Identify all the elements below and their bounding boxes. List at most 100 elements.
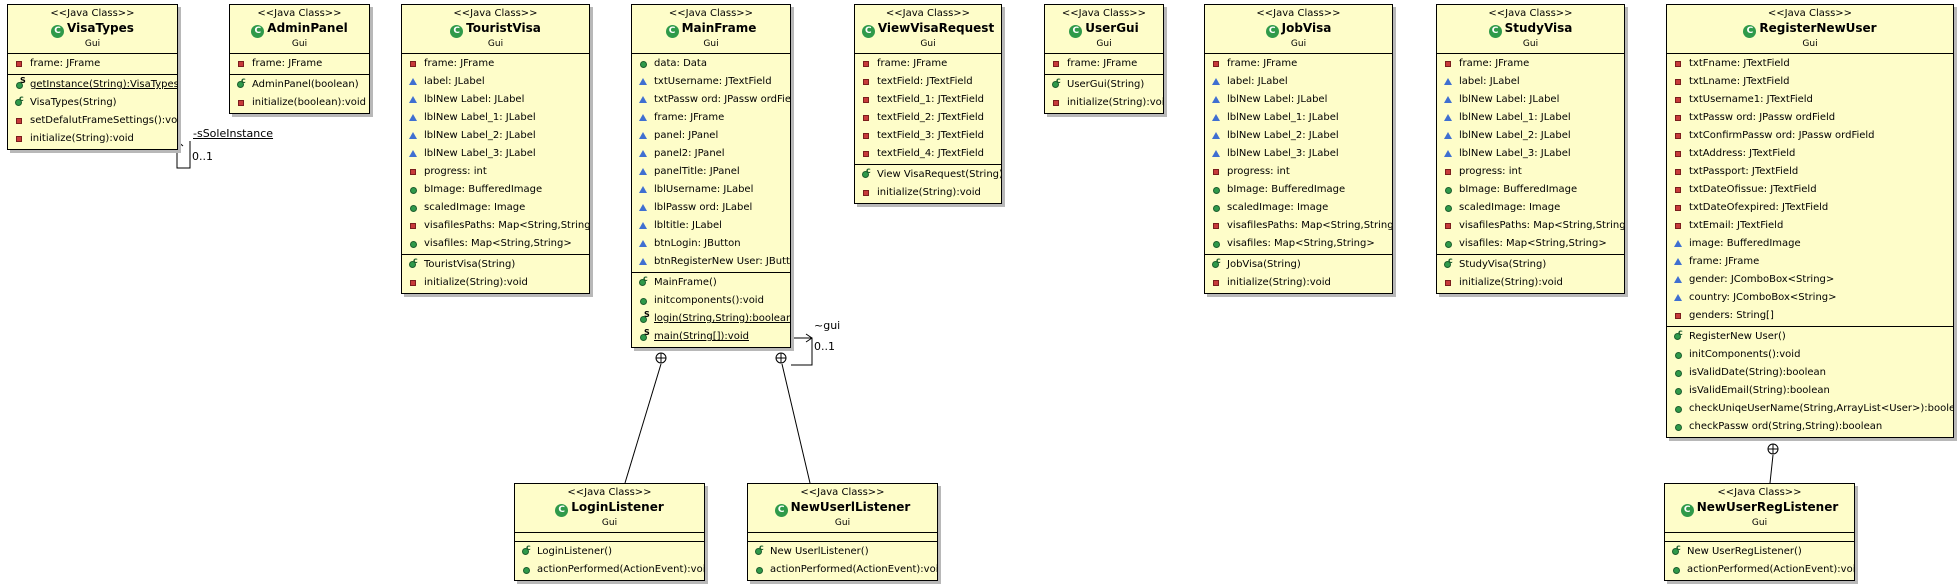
attribute-row[interactable]: bImage: BufferedImage — [1437, 181, 1624, 199]
attribute-row[interactable]: lblNew Label_3: JLabel — [402, 145, 589, 163]
attribute-row[interactable]: bImage: BufferedImage — [402, 181, 589, 199]
attribute-row[interactable]: txtConfirmPassw ord: JPassw ordField — [1667, 127, 1953, 145]
attribute-row[interactable]: visafiles: Map<String,String> — [402, 235, 589, 253]
operation-row[interactable]: initialize(String):void — [1205, 274, 1392, 292]
attribute-row[interactable]: scaledImage: Image — [402, 199, 589, 217]
operation-row[interactable]: setDefalutFrameSettings():void — [8, 112, 177, 130]
attribute-row[interactable]: lblNew Label: JLabel — [402, 91, 589, 109]
operation-row[interactable]: initialize(boolean):void — [230, 94, 369, 112]
operation-row[interactable]: initialize(String):void — [8, 130, 177, 148]
attribute-row[interactable]: data: Data — [632, 55, 790, 73]
operation-row[interactable]: initialize(String):void — [1437, 274, 1624, 292]
operation-row[interactable]: actionPerformed(ActionEvent):void — [748, 561, 937, 579]
attribute-row[interactable]: visafiles: Map<String,String> — [1205, 235, 1392, 253]
attribute-row[interactable]: textField_4: JTextField — [855, 145, 1001, 163]
attribute-row[interactable]: lblNew Label_1: JLabel — [402, 109, 589, 127]
attribute-row[interactable]: scaledImage: Image — [1437, 199, 1624, 217]
attribute-row[interactable]: label: JLabel — [1205, 73, 1392, 91]
attribute-row[interactable]: txtEmail: JTextField — [1667, 217, 1953, 235]
attribute-row[interactable]: frame: JFrame — [1045, 55, 1163, 73]
attribute-row[interactable]: visafilesPaths: Map<String,String> — [402, 217, 589, 235]
attribute-row[interactable]: frame: JFrame — [8, 55, 177, 73]
attribute-row[interactable]: frame: JFrame — [230, 55, 369, 73]
attribute-row[interactable]: txtPassw ord: JPassw ordField — [632, 91, 790, 109]
attribute-row[interactable]: panelTitle: JPanel — [632, 163, 790, 181]
attribute-row[interactable]: lbltitle: JLabel — [632, 217, 790, 235]
attribute-row[interactable]: lblNew Label_3: JLabel — [1437, 145, 1624, 163]
attribute-row[interactable]: lblPassw ord: JLabel — [632, 199, 790, 217]
attribute-row[interactable]: btnLogin: JButton — [632, 235, 790, 253]
attribute-row[interactable]: panel: JPanel — [632, 127, 790, 145]
attribute-row[interactable]: txtUsername: JTextField — [632, 73, 790, 91]
attribute-row[interactable]: lblUsername: JLabel — [632, 181, 790, 199]
attribute-row[interactable]: frame: JFrame — [1667, 253, 1953, 271]
operation-row[interactable]: isValidEmail(String):boolean — [1667, 382, 1953, 400]
attribute-row[interactable]: lblNew Label: JLabel — [1205, 91, 1392, 109]
attribute-row[interactable]: textField_1: JTextField — [855, 91, 1001, 109]
operation-row[interactable]: initComponents():void — [1667, 346, 1953, 364]
attribute-row[interactable]: frame: JFrame — [632, 109, 790, 127]
attribute-row[interactable]: lblNew Label: JLabel — [1437, 91, 1624, 109]
attribute-row[interactable]: txtPassport: JTextField — [1667, 163, 1953, 181]
attribute-row[interactable]: progress: int — [1205, 163, 1392, 181]
attribute-row[interactable]: visafiles: Map<String,String> — [1437, 235, 1624, 253]
operation-row[interactable]: checkPassw ord(String,String):boolean — [1667, 418, 1953, 436]
attribute-row[interactable]: textField_2: JTextField — [855, 109, 1001, 127]
attribute-row[interactable]: txtDateOfissue: JTextField — [1667, 181, 1953, 199]
attribute-row[interactable]: label: JLabel — [402, 73, 589, 91]
operation-row[interactable]: initialize(String):void — [855, 184, 1001, 202]
attribute-row[interactable]: genders: String[] — [1667, 307, 1953, 325]
operation-row[interactable]: initcomponents():void — [632, 292, 790, 310]
attribute-row[interactable]: txtUsername1: JTextField — [1667, 91, 1953, 109]
operation-row[interactable]: actionPerformed(ActionEvent):void — [1665, 561, 1854, 579]
attribute-row[interactable]: frame: JFrame — [402, 55, 589, 73]
attribute-row[interactable]: textField_3: JTextField — [855, 127, 1001, 145]
attribute-row[interactable]: textField: JTextField — [855, 73, 1001, 91]
attribute-row[interactable]: txtLname: JTextField — [1667, 73, 1953, 91]
attribute-row[interactable]: txtAddress: JTextField — [1667, 145, 1953, 163]
attribute-row[interactable]: visafilesPaths: Map<String,String> — [1437, 217, 1624, 235]
attribute-row[interactable]: lblNew Label_2: JLabel — [1437, 127, 1624, 145]
attribute-row[interactable]: lblNew Label_1: JLabel — [1205, 109, 1392, 127]
attribute-row[interactable]: txtPassw ord: JPassw ordField — [1667, 109, 1953, 127]
operation-row[interactable]: initialize(String):void — [1045, 94, 1163, 112]
attribute-row[interactable]: txtDateOfexpired: JTextField — [1667, 199, 1953, 217]
attribute-row[interactable]: label: JLabel — [1437, 73, 1624, 91]
attribute-row[interactable]: lblNew Label_1: JLabel — [1437, 109, 1624, 127]
attribute-row[interactable]: lblNew Label_3: JLabel — [1205, 145, 1392, 163]
attribute-row[interactable]: progress: int — [1437, 163, 1624, 181]
operation-row[interactable]: isValidDate(String):boolean — [1667, 364, 1953, 382]
attribute-row[interactable]: btnRegisterNew User: JButton — [632, 253, 790, 271]
operation-row[interactable]: checkUniqeUserName(String,ArrayList<User… — [1667, 400, 1953, 418]
attribute-row[interactable]: lblNew Label_2: JLabel — [1205, 127, 1392, 145]
operation-row[interactable]: initialize(String):void — [402, 274, 589, 292]
attribute-row[interactable]: visafilesPaths: Map<String,String> — [1205, 217, 1392, 235]
attribute-row[interactable]: txtFname: JTextField — [1667, 55, 1953, 73]
attribute-row[interactable]: scaledImage: Image — [1205, 199, 1392, 217]
attribute-row[interactable]: country: JComboBox<String> — [1667, 289, 1953, 307]
